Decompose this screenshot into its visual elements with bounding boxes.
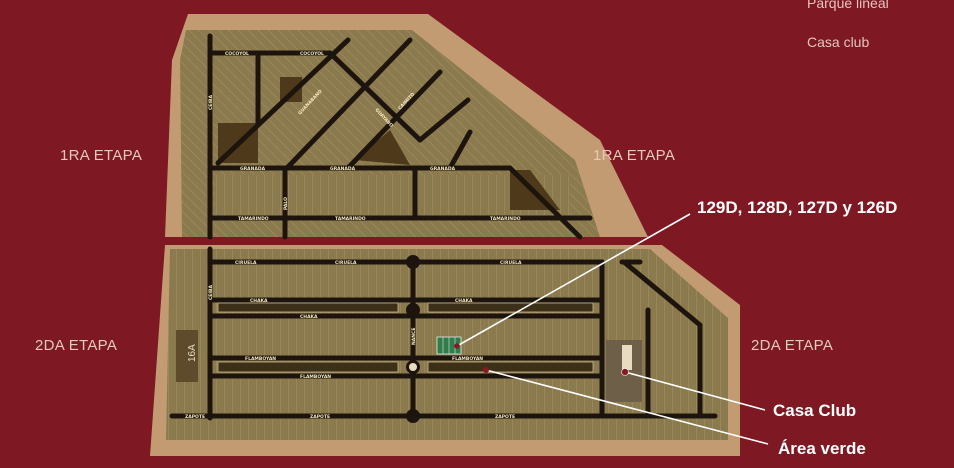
legend-item-clubhouse: Casa club: [807, 34, 870, 50]
lots-marker: [454, 343, 460, 349]
street-label-ciruela: CIRUELA: [500, 260, 522, 266]
clubhouse-marker[interactable]: [621, 368, 629, 376]
lot-label-16a: 16A: [187, 344, 198, 362]
street-label-zapote: ZAPOTE: [185, 414, 205, 420]
street-label-cocoyol: COCOYOL: [300, 51, 324, 57]
legend-item-linear-park: Parque lineal: [807, 0, 889, 11]
linear-park: [427, 302, 594, 313]
street-label-tamarindo: TAMARINDO: [238, 216, 269, 222]
stage-label-first-right: 1RA ETAPA: [593, 147, 676, 164]
linear-park: [217, 361, 399, 373]
callout-green-area: Área verde: [778, 439, 866, 458]
street-label-ciruela: CIRUELA: [235, 260, 257, 266]
street-label-granada: GRANADA: [330, 166, 356, 172]
central-fountain: [409, 363, 417, 371]
street-label-zapote: ZAPOTE: [495, 414, 515, 420]
callout-lines: [456, 213, 769, 445]
callout-clubhouse: Casa Club: [773, 401, 857, 420]
street-label-flamboyan: FLAMBOYAN: [300, 374, 331, 380]
street-label-flamboyan: FLAMBOYAN: [245, 356, 276, 362]
street-label-ceiba: CEIBA: [208, 95, 214, 110]
street-label-ciruela: CIRUELA: [335, 260, 357, 266]
street-label-cocoyol: COCOYOL: [225, 51, 249, 57]
green-patch: [355, 130, 410, 165]
street-label-chaka: CHAKA: [250, 298, 268, 304]
street-label-tamarindo: TAMARINDO: [490, 216, 521, 222]
callout-lots: 129D, 128D, 127D y 126D: [697, 198, 898, 217]
street-label-ceiba: CEIBA: [208, 285, 214, 300]
stage-label-second-right: 2DA ETAPA: [751, 337, 834, 354]
street-label-zapote: ZAPOTE: [310, 414, 330, 420]
linear-park: [217, 302, 399, 313]
clubhouse-building: [622, 345, 632, 370]
street-label-chaka: CHAKA: [300, 314, 318, 320]
street-label-nance: NANCE: [411, 328, 417, 345]
first-stage-roads: [207, 33, 593, 240]
lot-16a-area: [176, 330, 198, 382]
linear-park: [427, 361, 594, 373]
selected-lots[interactable]: [436, 336, 462, 355]
street-label-palo: PALO: [283, 197, 289, 210]
green-area-marker[interactable]: [483, 367, 489, 373]
street-label-flamboyan: FLAMBOYAN: [452, 356, 483, 362]
street-label-granada: GRANADA: [430, 166, 456, 172]
street-label-tamarindo: TAMARINDO: [335, 216, 366, 222]
stage-label-second-left: 2DA ETAPA: [35, 337, 118, 354]
street-label-chaka: CHAKA: [455, 298, 473, 304]
street-label-granada: GRANADA: [240, 166, 266, 172]
stage-label-first-left: 1RA ETAPA: [60, 147, 143, 164]
roundabouts: [406, 255, 420, 423]
